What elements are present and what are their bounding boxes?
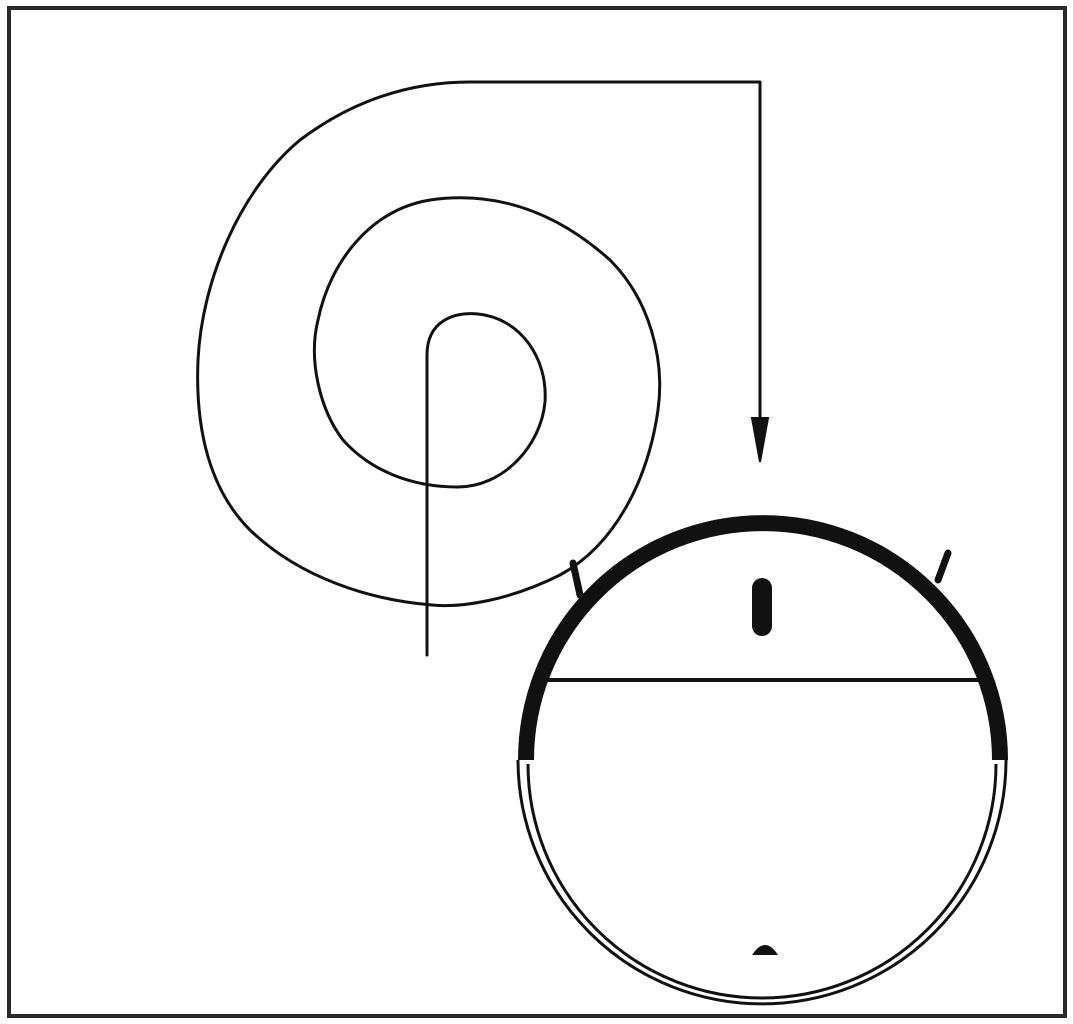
frame-border: [9, 8, 1065, 1016]
robot-sensor: [752, 578, 772, 636]
